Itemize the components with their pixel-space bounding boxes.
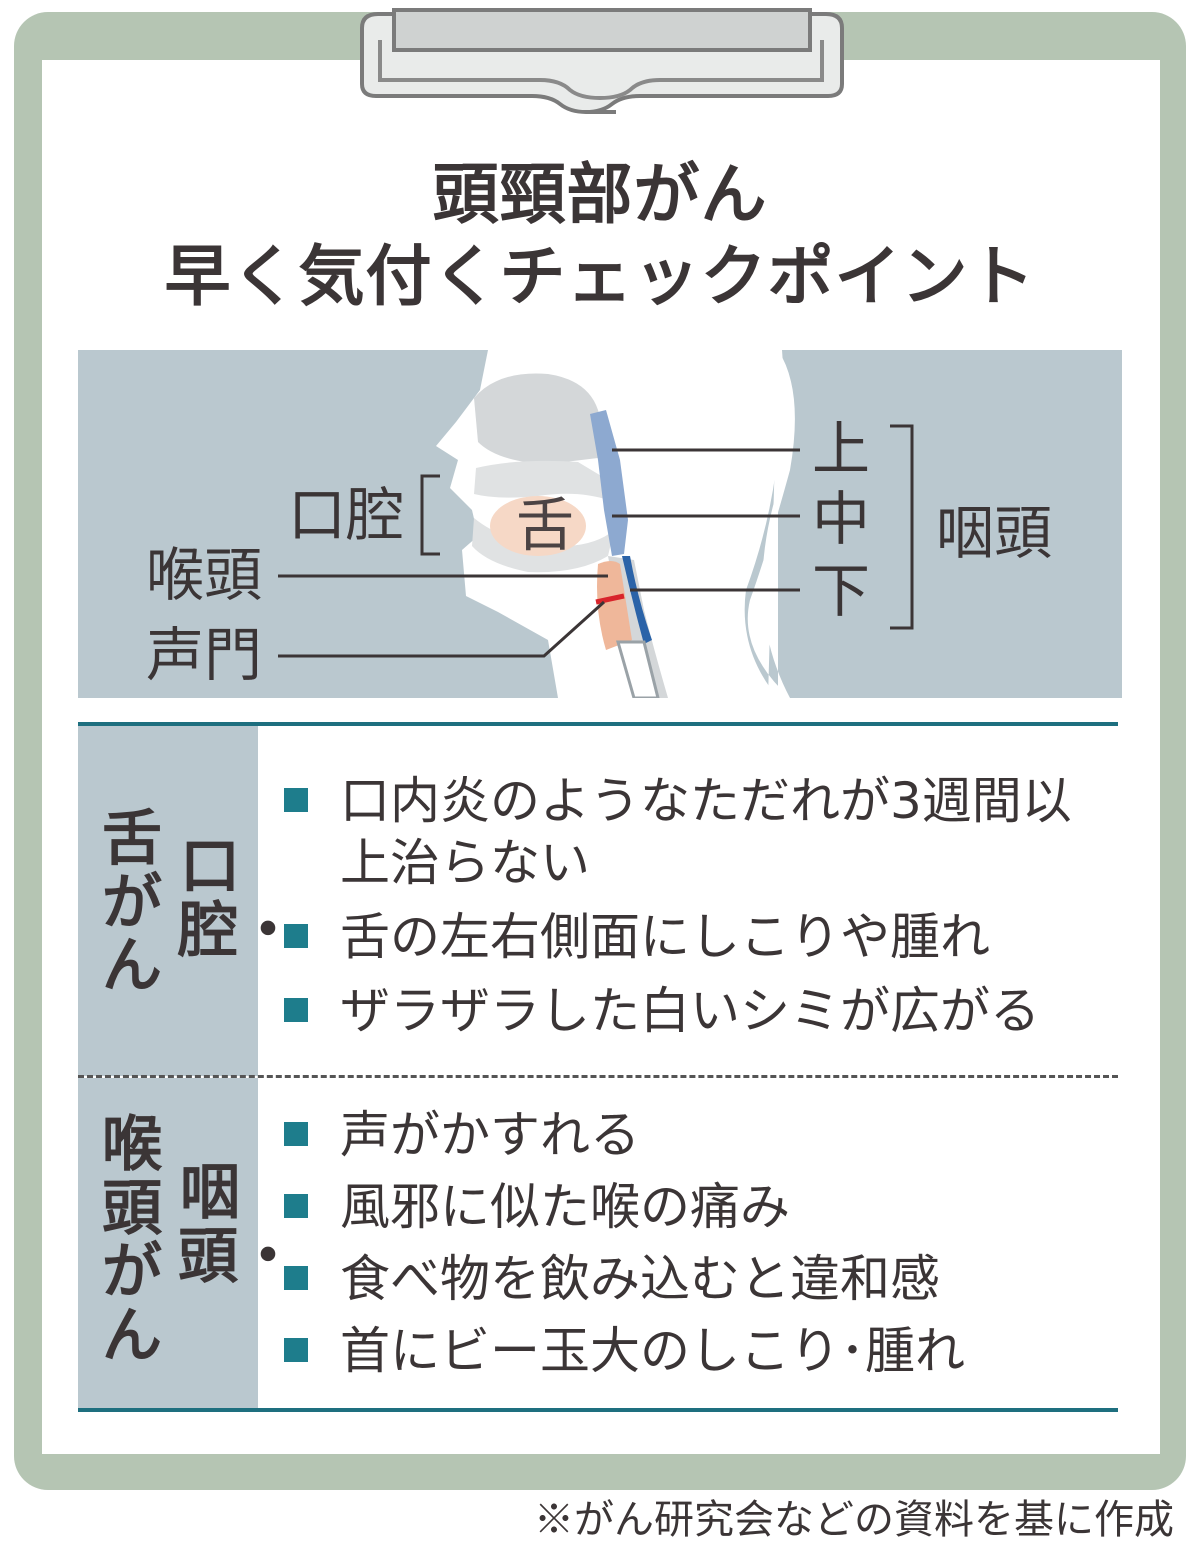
- square-bullet-icon: [284, 1194, 308, 1218]
- checklist-oral: 口内炎のようなただれが3週間以上治らない 舌の左右側面にしこりや腫れ ザラザラし…: [284, 770, 1118, 1042]
- list-item: 首にビー玉大のしこり･腫れ: [284, 1320, 1118, 1382]
- head-neck-diagram: 口腔 舌 喉頭 声門 上 中 下 咽頭: [78, 350, 1122, 698]
- section-side-panel: 咽頭・ 喉頭がん: [78, 1078, 298, 1408]
- square-bullet-icon: [284, 924, 308, 948]
- section-top-rule: [78, 722, 1118, 726]
- list-item: 口内炎のようなただれが3週間以上治らない: [284, 770, 1118, 894]
- label-middle: 中: [812, 485, 871, 553]
- square-bullet-icon: [284, 998, 308, 1022]
- item-text: 舌の左右側面にしこりや腫れ: [340, 908, 990, 966]
- side-label-oral: 口腔・: [178, 832, 298, 966]
- side-label-larynx-cancer: 喉頭がん: [102, 1110, 162, 1371]
- list-item: 食べ物を飲み込むと違和感: [284, 1248, 1118, 1310]
- label-oral-cavity: 口腔: [288, 481, 405, 549]
- section-oral-tongue-cancer: 口腔・ 舌がん 口内炎のようなただれが3週間以上治らない 舌の左右側面にしこりや…: [78, 726, 1118, 1076]
- item-text: 首にビー玉大のしこり･腫れ: [340, 1322, 965, 1380]
- title-line-2: 早く気付くチェックポイント: [164, 238, 1036, 315]
- clipboard-clip: [360, 8, 844, 114]
- label-larynx: 喉頭: [146, 541, 263, 609]
- head-neck-illustration: [78, 350, 1122, 698]
- item-text: 口内炎のようなただれが3週間以上治らない: [340, 772, 1072, 892]
- section-pharynx-larynx-cancer: 咽頭・ 喉頭がん 声がかすれる 風邪に似た喉の痛み 食べ物を飲み込むと違和感 首…: [78, 1078, 1118, 1408]
- square-bullet-icon: [284, 1338, 308, 1362]
- square-bullet-icon: [284, 788, 308, 812]
- label-glottis: 声門: [146, 621, 263, 689]
- side-label-pharynx: 咽頭・: [178, 1158, 298, 1292]
- section-divider: [78, 1075, 1118, 1078]
- square-bullet-icon: [284, 1122, 308, 1146]
- square-bullet-icon: [284, 1266, 308, 1290]
- label-lower: 下: [812, 557, 871, 625]
- title-line-1: 頭頸部がん: [432, 156, 768, 233]
- section-bottom-rule: [78, 1408, 1118, 1412]
- label-tongue: 舌: [516, 491, 575, 559]
- item-text: ザラザラした白いシミが広がる: [340, 982, 1040, 1040]
- item-text: 声がかすれる: [340, 1106, 640, 1164]
- list-item: 舌の左右側面にしこりや腫れ: [284, 906, 1118, 968]
- label-pharynx: 咽頭: [936, 499, 1053, 567]
- section-side-panel: 口腔・ 舌がん: [78, 726, 298, 1076]
- checklist-pharynx: 声がかすれる 風邪に似た喉の痛み 食べ物を飲み込むと違和感 首にビー玉大のしこり…: [284, 1104, 1118, 1382]
- item-text: 食べ物を飲み込むと違和感: [340, 1250, 940, 1308]
- list-item: 声がかすれる: [284, 1104, 1118, 1166]
- list-item: 風邪に似た喉の痛み: [284, 1176, 1118, 1238]
- side-label-tongue-cancer: 舌がん: [102, 804, 162, 1002]
- list-item: ザラザラした白いシミが広がる: [284, 980, 1118, 1042]
- label-upper: 上: [812, 415, 871, 483]
- source-footnote: ※がん研究会などの資料を基に作成: [534, 1497, 1174, 1543]
- item-text: 風邪に似た喉の痛み: [340, 1178, 790, 1236]
